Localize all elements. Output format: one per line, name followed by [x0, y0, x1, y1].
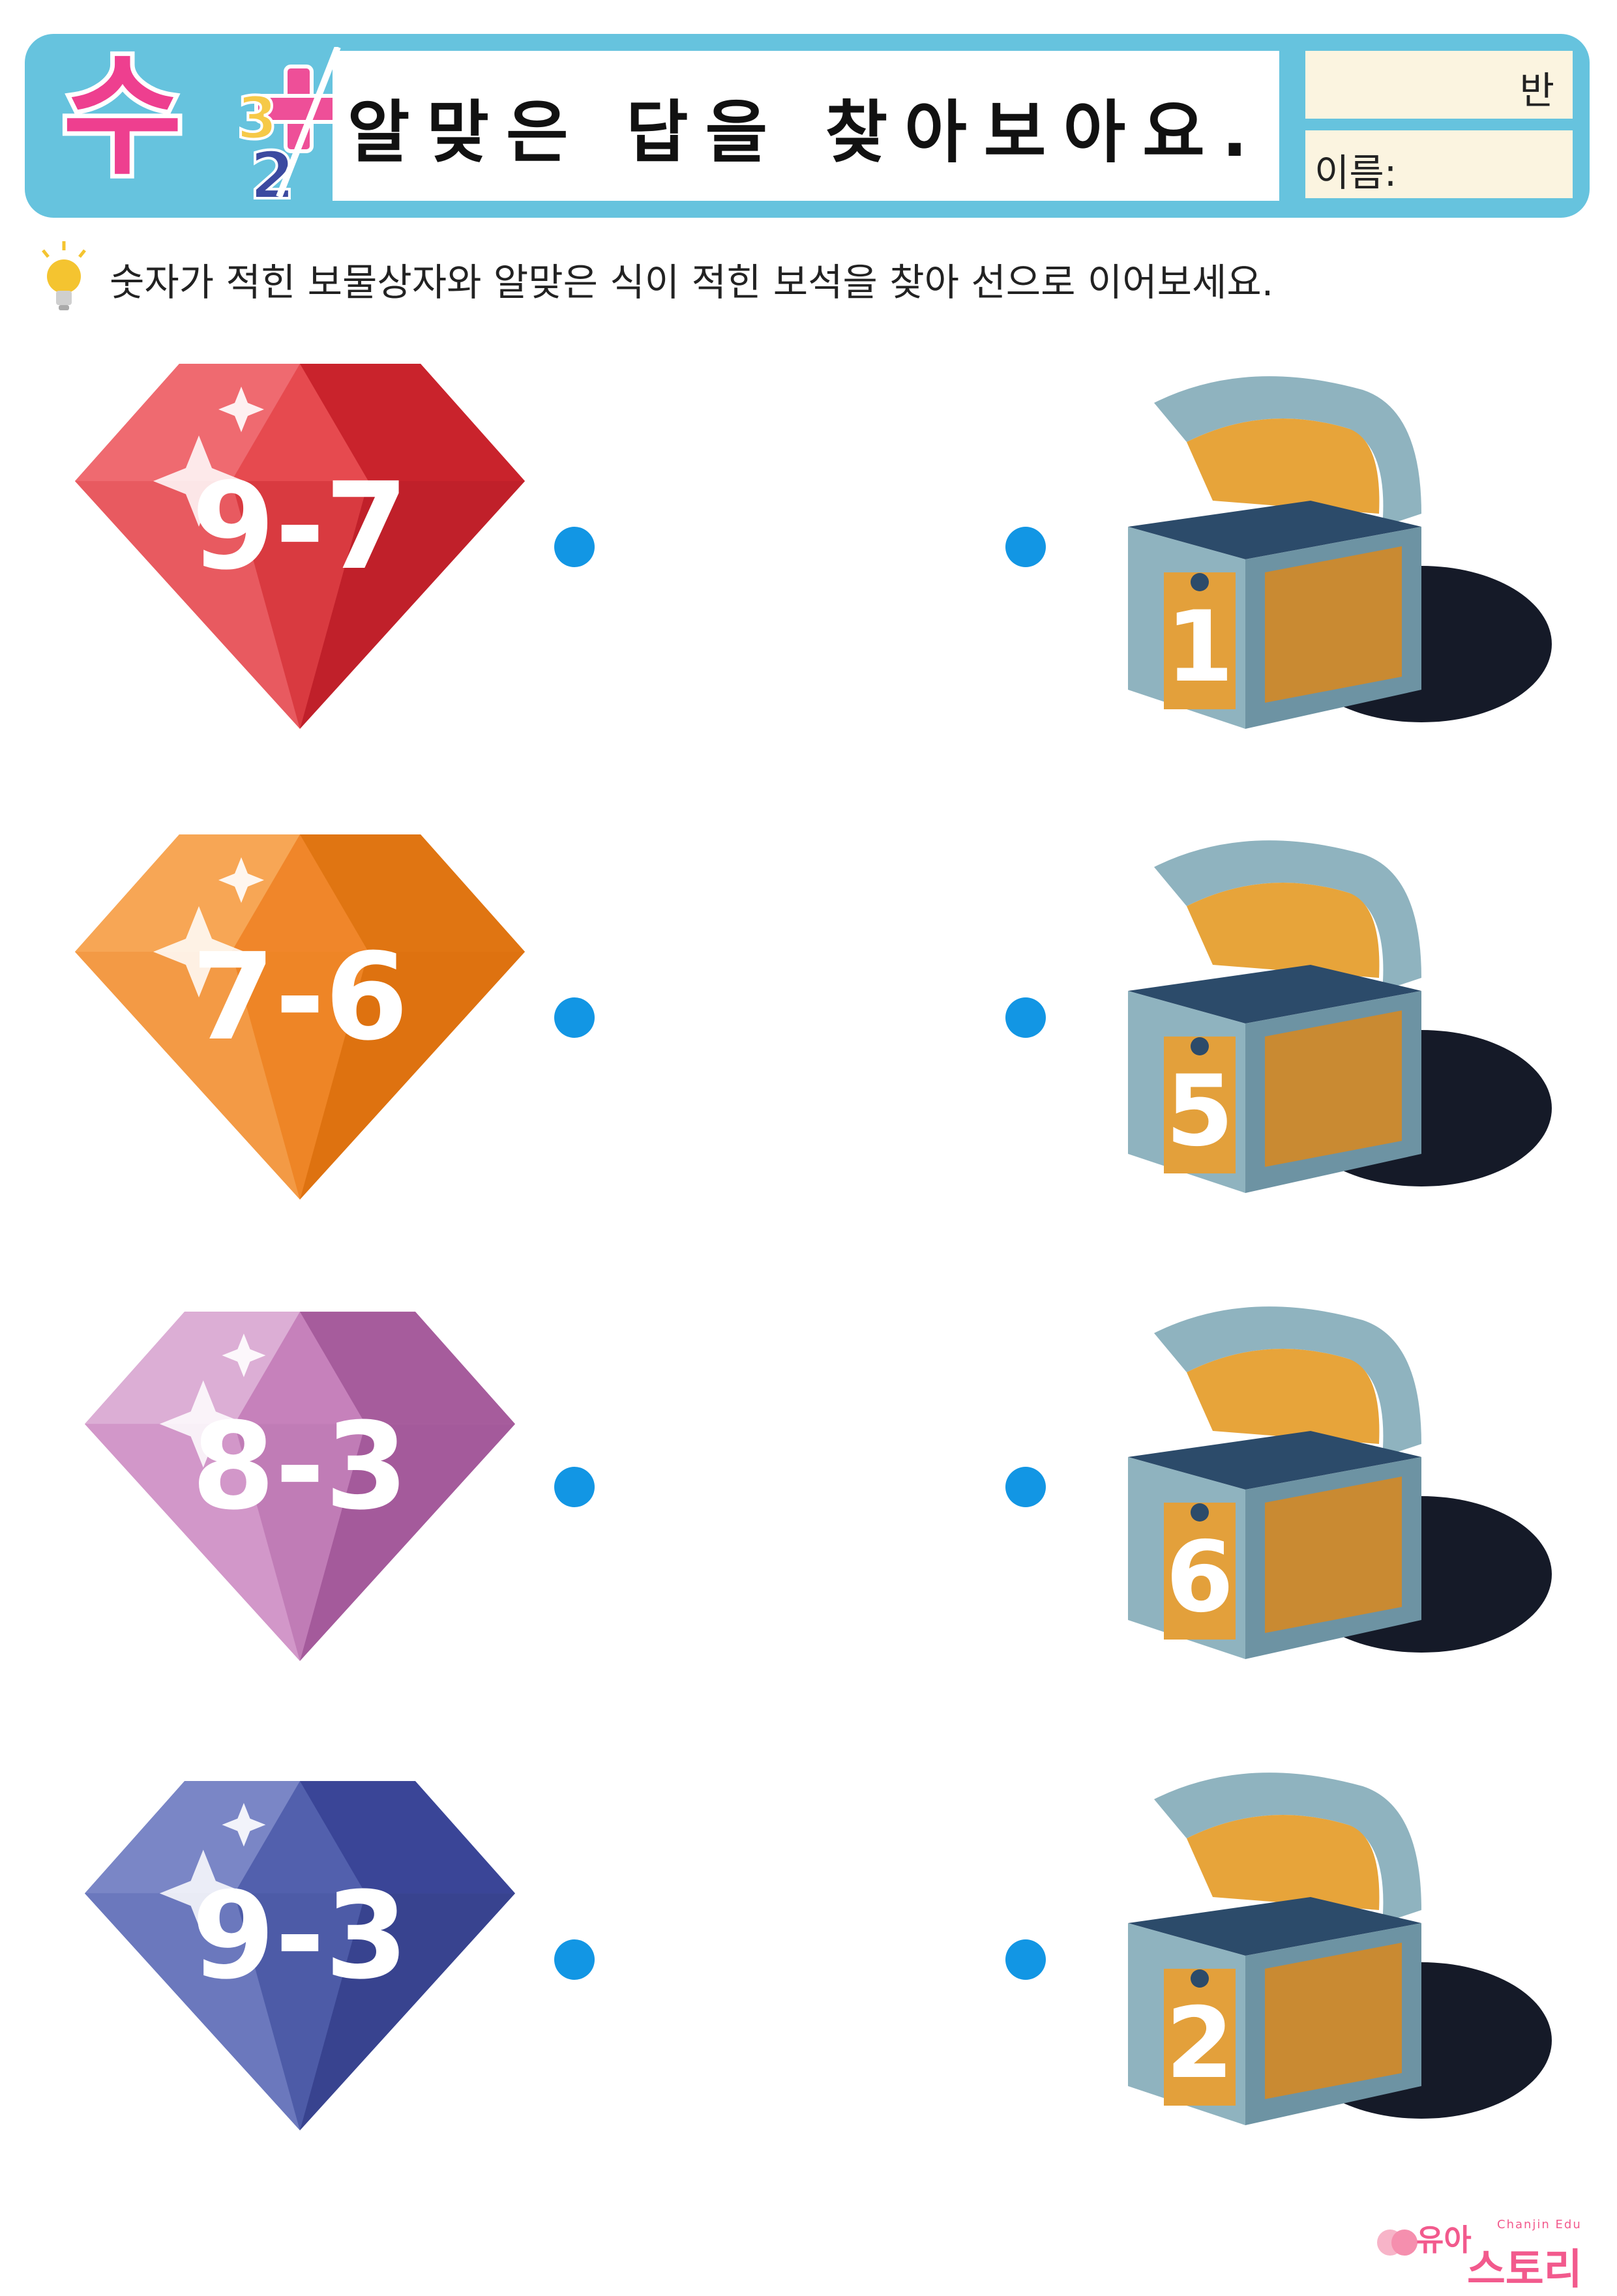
class-label: 반 — [1519, 68, 1554, 113]
chest-dot-4[interactable] — [1005, 1939, 1046, 1980]
gem-dot-4[interactable] — [554, 1939, 595, 1980]
gem-dot-2[interactable] — [554, 997, 595, 1038]
chest-3: 6 — [1115, 1294, 1558, 1672]
chest-dot-3[interactable] — [1005, 1467, 1046, 1507]
chest-4: 2 — [1115, 1760, 1558, 2138]
class-field[interactable]: 반 — [1305, 51, 1573, 119]
brand-top-text: 유아 — [1416, 2222, 1472, 2258]
gem-icon — [75, 834, 525, 1200]
gem-expression: 9-3 — [191, 1866, 409, 2006]
chest-dot-1[interactable] — [1005, 527, 1046, 567]
chest-2: 5 — [1115, 828, 1558, 1206]
gem-icon — [75, 364, 525, 729]
treasure-chest-icon — [1128, 376, 1552, 729]
chest-dot-2[interactable] — [1005, 997, 1046, 1038]
brand-sub-text: Chanjin Edu — [1497, 2218, 1582, 2231]
chest-number: 6 — [1165, 1521, 1234, 1634]
treasure-chest-icon — [1128, 840, 1552, 1193]
gem-dot-3[interactable] — [554, 1467, 595, 1507]
gem-expression: 7-6 — [191, 928, 409, 1067]
gem-1: 9-7 — [75, 364, 525, 729]
logo-text: 수 — [58, 41, 187, 194]
instruction-text: 숫자가 적힌 보물상자와 알맞은 식이 적힌 보석을 찾아 선으로 이어보세요. — [110, 260, 1274, 304]
lightbulb-icon — [38, 241, 90, 313]
title-box: 알맞은 답을 찾아보아요. — [333, 51, 1279, 201]
gem-icon — [85, 1781, 515, 2130]
gem-icon — [85, 1312, 515, 1661]
brand-main-text: 스토리 — [1467, 2246, 1582, 2294]
chest-number: 1 — [1165, 591, 1234, 704]
gem-expression: 8-3 — [191, 1397, 409, 1537]
chest-1: 1 — [1115, 364, 1558, 742]
gem-dot-1[interactable] — [554, 527, 595, 567]
brand-logo — [1374, 2216, 1590, 2275]
gem-expression: 9-7 — [191, 457, 409, 596]
svg-text:3: 3 — [237, 84, 278, 153]
chest-number: 2 — [1165, 1987, 1234, 2100]
page-title: 알맞은 답을 찾아보아요. — [347, 92, 1265, 172]
gem-4: 9-3 — [85, 1780, 535, 2145]
name-label: 이름: — [1314, 151, 1397, 195]
name-field[interactable]: 이름: — [1305, 130, 1573, 198]
gem-3: 8-3 — [85, 1310, 535, 1675]
header-banner: 3 2 수 알맞은 답을 찾아보아요. 반 이름: — [25, 34, 1590, 218]
chest-number: 5 — [1165, 1055, 1234, 1168]
treasure-chest-icon — [1128, 1306, 1552, 1659]
treasure-chest-icon — [1128, 1773, 1552, 2125]
gem-2: 7-6 — [75, 834, 525, 1200]
kids-face-icon — [1377, 2230, 1417, 2256]
